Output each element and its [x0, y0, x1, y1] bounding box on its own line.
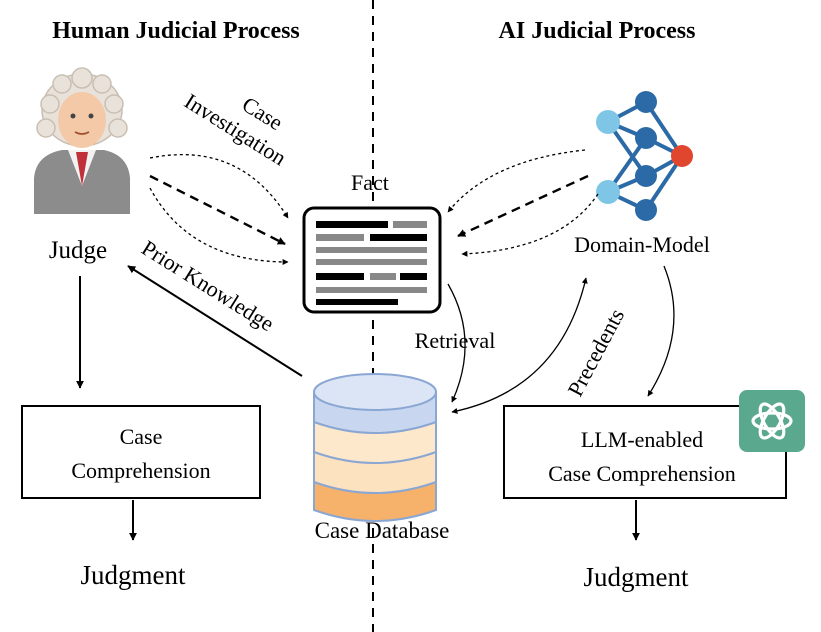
document-icon — [302, 206, 442, 314]
right-header: AI Judicial Process — [499, 18, 696, 44]
llm-line2: Case Comprehension — [548, 461, 736, 486]
judge-to-fact-dotted-arrow-top — [149, 154, 289, 219]
neural-network-icon — [596, 91, 693, 221]
chatgpt-logo-icon — [739, 390, 805, 452]
model-to-llm-arrow — [647, 265, 675, 397]
retrieval-label: Retrieval — [415, 328, 496, 353]
judge-to-fact-dashed-arrow — [149, 174, 286, 246]
case-comprehension-line2: Comprehension — [71, 458, 210, 483]
prior-knowledge-arrow — [127, 265, 303, 377]
case-comprehension-line1: Case — [120, 424, 163, 449]
domain-model-label: Domain-Model — [574, 232, 710, 257]
judge-to-fact-dotted-arrow-bottom — [149, 187, 289, 265]
database-model-bidirectional-arrow — [451, 277, 588, 414]
judge-avatar-icon — [34, 67, 130, 214]
judge-label: Judge — [49, 237, 107, 264]
case-comprehension-box — [21, 405, 261, 499]
model-to-fact-dotted-arrow-top — [447, 149, 586, 213]
case-investigation-label: Case Investigation — [180, 88, 291, 170]
fact-label: Fact — [351, 170, 389, 195]
llm-line1: LLM-enabled — [581, 427, 703, 452]
model-to-fact-dotted-arrow-bottom — [461, 193, 599, 257]
case-database-label: Case Database — [315, 518, 450, 543]
model-to-fact-dashed-arrow — [457, 174, 589, 238]
judgment-right: Judgment — [584, 562, 689, 592]
database-icon — [313, 373, 437, 522]
left-header: Human Judicial Process — [52, 18, 300, 44]
judgment-left: Judgment — [81, 560, 186, 590]
